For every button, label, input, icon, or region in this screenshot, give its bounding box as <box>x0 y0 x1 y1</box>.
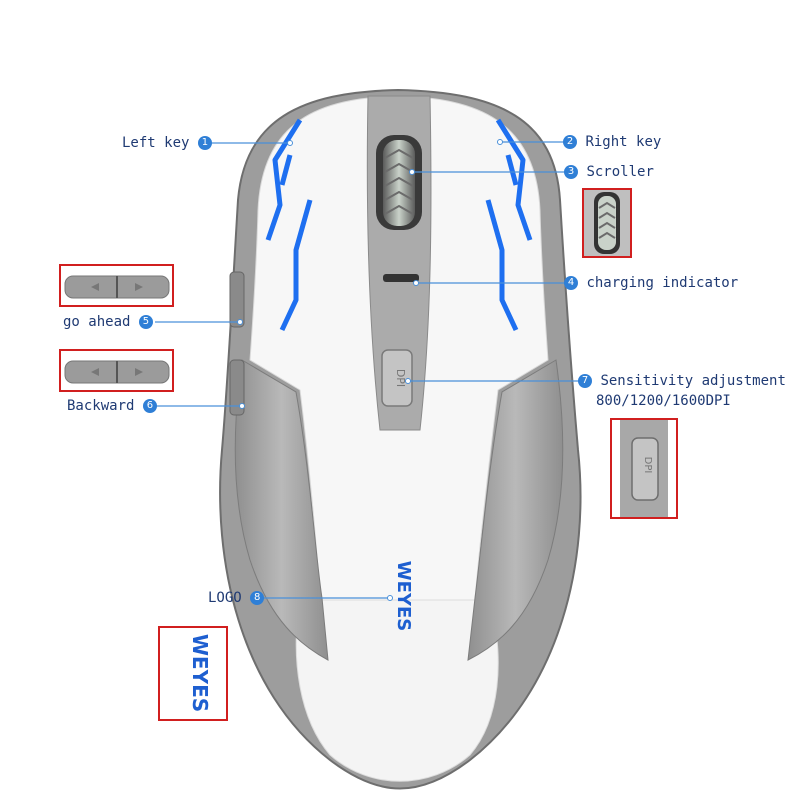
mouse-palm <box>295 599 499 782</box>
callout-right-key: 2 Right key <box>563 134 661 150</box>
dpi-button-text: DPI <box>394 369 407 387</box>
scroll-wheel[interactable] <box>376 135 422 230</box>
logo-detail-box: WEYES <box>158 626 228 721</box>
callout-number-badge: 6 <box>142 399 157 413</box>
leader-lines <box>155 141 583 599</box>
callout-label: Right key <box>585 134 662 150</box>
callout-number-badge: 5 <box>138 315 153 329</box>
callout-label: Left key <box>122 135 190 151</box>
right-accent-lines <box>485 118 533 332</box>
callout-left-key: Left key 1 <box>122 135 212 151</box>
callout-charging-indicator: 4 charging indicator <box>564 275 738 291</box>
callout-number-badge: 3 <box>564 165 578 179</box>
dpi-detail-text: DPI <box>642 457 653 474</box>
callout-number-badge: 7 <box>578 374 592 388</box>
leader-dots <box>237 139 503 601</box>
go-ahead-detail-image <box>64 275 170 299</box>
charging-indicator-light <box>383 274 419 282</box>
back-side-button[interactable] <box>229 359 245 416</box>
dpi-detail-image: DPI <box>620 420 668 517</box>
callout-label: go ahead <box>63 314 131 330</box>
callout-number-badge: 8 <box>250 591 265 605</box>
right-side-panel <box>467 359 564 661</box>
callout-sensitivity: 7 Sensitivity adjustment <box>578 373 786 389</box>
callout-scroller: 3 Scroller <box>564 164 654 180</box>
callout-label: Sensitivity adjustment <box>600 373 786 389</box>
go-ahead-detail-box <box>59 264 174 307</box>
mouse-logo: WEYES <box>393 561 414 631</box>
callout-label: LOGO <box>208 590 242 606</box>
callout-number-badge: 4 <box>564 276 578 290</box>
callout-logo: LOGO 8 <box>208 590 265 606</box>
backward-detail-image <box>64 360 170 384</box>
logo-detail-text: WEYES <box>188 634 212 712</box>
dpi-detail-box: DPI <box>610 418 678 519</box>
callout-label: charging indicator <box>586 275 739 291</box>
callout-backward: Backward 6 <box>67 398 157 414</box>
dpi-button[interactable]: DPI <box>381 349 413 407</box>
scroller-detail-box <box>582 188 632 258</box>
callout-label: Backward <box>67 398 135 414</box>
scroller-detail-image <box>584 190 630 256</box>
callout-dpi-values: 800/1200/1600DPI <box>596 393 731 409</box>
left-accent-lines <box>265 118 313 332</box>
callout-number-badge: 1 <box>197 136 212 150</box>
backward-detail-box <box>59 349 174 392</box>
left-side-panel <box>234 359 329 661</box>
callout-go-ahead: go ahead 5 <box>63 314 153 330</box>
callout-label: Scroller <box>586 164 654 180</box>
logo-detail-image: WEYES <box>188 634 212 712</box>
mouse-body: DPI WEYES <box>219 88 582 790</box>
callout-number-badge: 2 <box>563 135 577 149</box>
forward-side-button[interactable] <box>229 271 245 328</box>
